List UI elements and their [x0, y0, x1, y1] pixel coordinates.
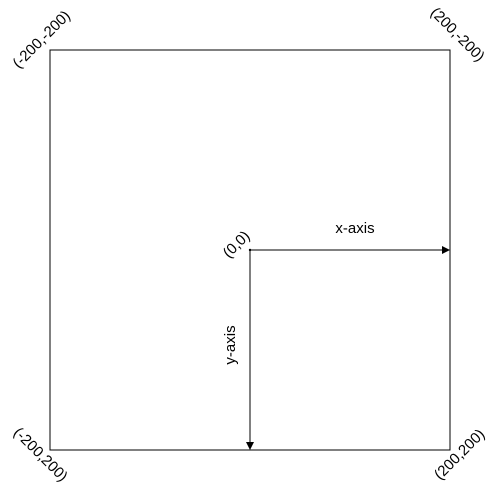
corner-label-bottom-left: (-200,200)	[10, 424, 71, 485]
x-axis-label: x-axis	[335, 220, 374, 237]
y-axis-label: y-axis	[222, 325, 239, 364]
origin-label: (0,0)	[220, 228, 254, 262]
corner-label-top-right: (200,-200)	[427, 4, 488, 65]
canvas-boundary-square	[49, 49, 451, 451]
corner-label-top-left: (-200,-200)	[9, 7, 73, 71]
corner-label-bottom-right: (200,200)	[431, 426, 488, 483]
origin-point	[248, 248, 252, 252]
